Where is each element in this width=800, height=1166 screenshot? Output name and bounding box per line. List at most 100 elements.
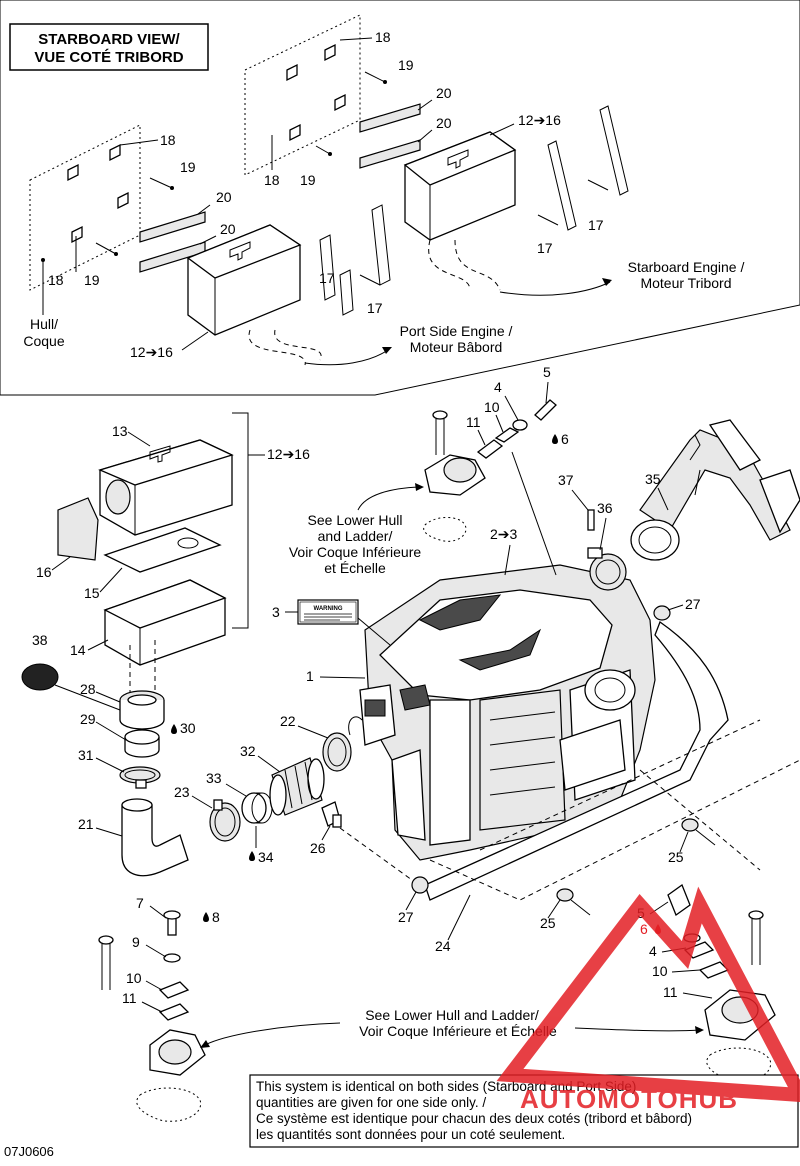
bracket-12-16 <box>232 412 265 629</box>
washer-11 <box>476 439 504 459</box>
callout-11: 11 <box>663 984 678 1000</box>
callout-33: 33 <box>206 770 222 786</box>
clamp-22 <box>322 732 352 772</box>
callout-16: 16 <box>36 564 52 580</box>
warning-label-3: WARNING <box>297 599 359 625</box>
callout-7: 7 <box>136 895 144 911</box>
starboard-view-subtitle: VUE COTÉ TRIBORD <box>34 49 183 66</box>
adapter-28 <box>119 690 165 730</box>
air-box-port <box>186 224 302 336</box>
washer-10 <box>494 427 520 443</box>
callout-19: 19 <box>398 57 414 73</box>
exhaust-pipe-35 <box>630 419 800 561</box>
note-line4: les quantités sont données pour un coté … <box>256 1127 565 1142</box>
air-box-base-14 <box>103 579 227 666</box>
hull-panel-left <box>29 124 141 291</box>
drain-hose-24 <box>424 620 729 901</box>
callout-12-16: 12➔16 <box>130 344 173 360</box>
callout-3: 3 <box>272 604 280 620</box>
washer-4 <box>512 419 528 431</box>
callout-11: 11 <box>466 414 481 430</box>
clamp-31 <box>119 766 161 789</box>
callout-31: 31 <box>78 747 94 763</box>
air-box-starboard <box>403 131 517 241</box>
hull-panel-right <box>244 14 361 176</box>
screw-19-group <box>95 71 387 256</box>
lubricant-drop-icon <box>203 912 209 922</box>
callout-20: 20 <box>436 115 452 131</box>
bracket-18-group-right <box>286 43 346 142</box>
starboard-engine-line2: Moteur Tribord <box>640 275 731 291</box>
top-panel-border <box>0 0 800 396</box>
callout-30: 30 <box>180 720 196 736</box>
intake-boot-32 <box>269 757 325 816</box>
filter-pad-38 <box>21 663 59 691</box>
lubricant-drop-icon <box>249 851 255 861</box>
callout-20: 20 <box>436 85 452 101</box>
callout-1: 1 <box>306 668 314 684</box>
callout-18: 18 <box>160 132 176 148</box>
callout-28: 28 <box>80 681 96 697</box>
gasket-15 <box>103 527 222 573</box>
stud-37 <box>587 509 595 531</box>
air-path-dashed <box>129 640 156 700</box>
ring-33 <box>241 792 273 824</box>
callout-37: 37 <box>558 472 574 488</box>
lubricant-drop-icon <box>552 434 558 444</box>
callout-10: 10 <box>126 970 142 986</box>
bolt-5 <box>534 399 557 421</box>
bracket-18-group-left <box>67 143 129 244</box>
callout-36: 36 <box>597 500 613 516</box>
callout-24: 24 <box>435 938 451 954</box>
callout-6: 6 <box>640 921 648 937</box>
watermark-text: AUTOMOTOHUB <box>520 1084 738 1114</box>
clip-25-b <box>556 888 591 916</box>
callout-19: 19 <box>180 159 196 175</box>
callout-22: 22 <box>280 713 296 729</box>
sensor-26 <box>321 801 342 828</box>
hull-label-line2: Coque <box>23 333 64 349</box>
callout-19: 19 <box>300 172 316 188</box>
engine-mount-bottom-right <box>667 883 776 1082</box>
callout-17: 17 <box>319 270 335 286</box>
callout-18: 18 <box>375 29 391 45</box>
port-engine-line2: Moteur Bâbord <box>410 339 503 355</box>
see-lower-hull-2-line1: See Lower Hull and Ladder/ <box>365 1007 539 1023</box>
callout-25: 25 <box>668 849 684 865</box>
callout-26: 26 <box>310 840 326 856</box>
callout-12-16: 12➔16 <box>518 112 561 128</box>
sensor-dashed-path <box>339 827 413 881</box>
strap-17-group <box>319 105 629 316</box>
hull-label-line1: Hull/ <box>30 316 58 332</box>
clamp-36 <box>587 547 627 591</box>
engine-mount-top <box>423 410 486 542</box>
ring-29 <box>124 729 160 758</box>
engine-mount-bottom-left <box>98 910 206 1122</box>
clamp-27-lower <box>411 876 429 894</box>
port-dashed-hose <box>248 329 322 366</box>
starboard-engine-line1: Starboard Engine / <box>628 259 745 275</box>
starboard-view-title: STARBOARD VIEW/ <box>38 31 180 48</box>
callout-35: 35 <box>645 471 661 487</box>
elbow-hose-21 <box>121 804 189 877</box>
callout-27: 27 <box>398 909 414 925</box>
callout-27: 27 <box>685 596 701 612</box>
callout-32: 32 <box>240 743 256 759</box>
foam-strip-20-group <box>139 103 421 273</box>
watermark-logo: AUTOMOTOHUB <box>496 886 800 1114</box>
callout-13: 13 <box>112 423 128 439</box>
callout-23: 23 <box>174 784 190 800</box>
see-lower-hull-1-line4: et Échelle <box>324 560 386 576</box>
callout-12-16: 12➔16 <box>267 446 310 462</box>
starboard-view-box <box>9 23 209 71</box>
warning-label-text: WARNING <box>314 606 343 612</box>
callout-34: 34 <box>258 849 274 865</box>
callout-8: 8 <box>212 909 220 925</box>
callout-10: 10 <box>652 963 668 979</box>
figure-code: 07J0606 <box>4 1144 54 1159</box>
callout-17: 17 <box>588 217 604 233</box>
starboard-dashed-hose <box>428 239 501 291</box>
note-line2: quantities are given for one side only. … <box>256 1095 486 1110</box>
